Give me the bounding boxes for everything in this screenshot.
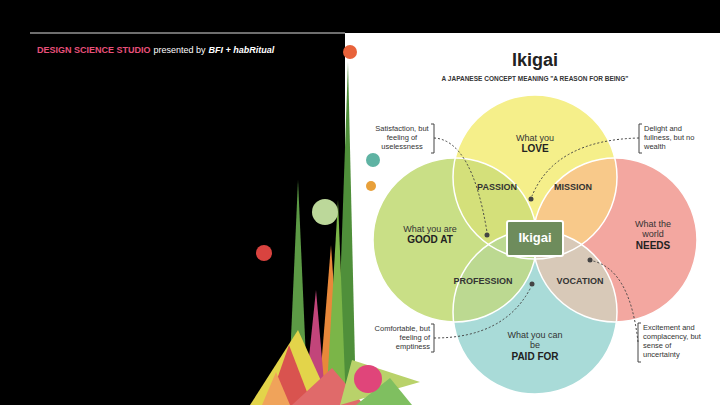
- white-panel: [345, 33, 720, 405]
- circle-text: What you can be: [507, 330, 563, 351]
- dotted-leaders: [434, 138, 639, 342]
- region-label: VOCATION: [557, 276, 604, 286]
- circle-text: What the world: [630, 219, 676, 240]
- brackets: [431, 124, 642, 362]
- center-box: Ikigai: [506, 220, 564, 257]
- diagram-title: Ikigai: [512, 50, 558, 71]
- presenter-text: presented by: [154, 45, 206, 56]
- circle-text: What you: [500, 133, 570, 143]
- callout-text: Comfortable, but feeling of emptiness: [370, 324, 430, 351]
- overlap-region: PROFESSION: [449, 274, 517, 289]
- circle-heading: LOVE: [500, 143, 570, 155]
- region-label: PROFESSION: [453, 276, 512, 286]
- region-label: MISSION: [554, 182, 592, 192]
- circle-heading: NEEDS: [630, 240, 676, 252]
- studio-name: DESIGN SCIENCE STUDIO: [37, 45, 151, 56]
- callout-text: Satisfaction, but feeling of uselessness: [372, 124, 432, 151]
- callout-text: Excitement and complacency, but sense of…: [643, 323, 709, 359]
- overlap-region: VOCATION: [553, 274, 608, 289]
- center-label: Ikigai: [518, 231, 551, 246]
- circle-heading: PAID FOR: [507, 351, 563, 363]
- callout-text: Delight and fullness, but no wealth: [644, 124, 702, 151]
- header-rule: [30, 33, 345, 34]
- circle-heading: GOOD AT: [397, 234, 463, 246]
- leader-dots: [485, 197, 593, 287]
- region-label: PASSION: [477, 182, 517, 192]
- subtitle: A JAPANESE CONCEPT MEANING "A REASON FOR…: [442, 75, 629, 83]
- overlap-region: MISSION: [550, 180, 597, 195]
- decor-dots: [256, 45, 382, 393]
- presenter-names: BFI + habRitual: [209, 45, 275, 56]
- overlap-region: PASSION: [473, 180, 521, 195]
- circle-text: What you are: [397, 224, 463, 234]
